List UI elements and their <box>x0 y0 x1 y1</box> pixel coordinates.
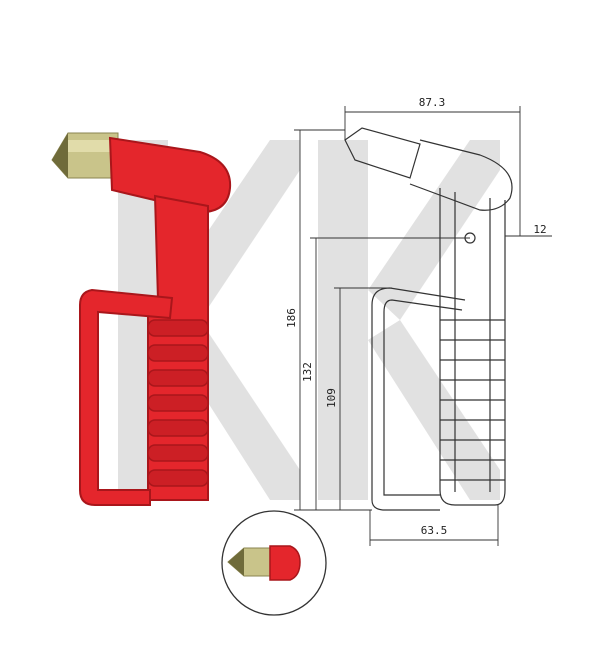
dim-handle-height: 132 <box>301 362 314 382</box>
dim-total-height: 186 <box>285 308 298 328</box>
spike-icon <box>51 132 119 179</box>
dim-grip-height: 109 <box>325 388 338 408</box>
technical-drawing <box>344 127 513 511</box>
emergency-hammer-photo <box>51 132 232 506</box>
drawing-ridges <box>440 319 505 481</box>
dim-tip-offset: 12 <box>533 223 546 236</box>
dimension-lines <box>294 106 552 546</box>
spike-tip-closeup <box>221 510 327 616</box>
grip-ridges <box>147 319 209 487</box>
dim-base-width: 63.5 <box>421 524 448 537</box>
dim-overall-width: 87.3 <box>419 96 446 109</box>
